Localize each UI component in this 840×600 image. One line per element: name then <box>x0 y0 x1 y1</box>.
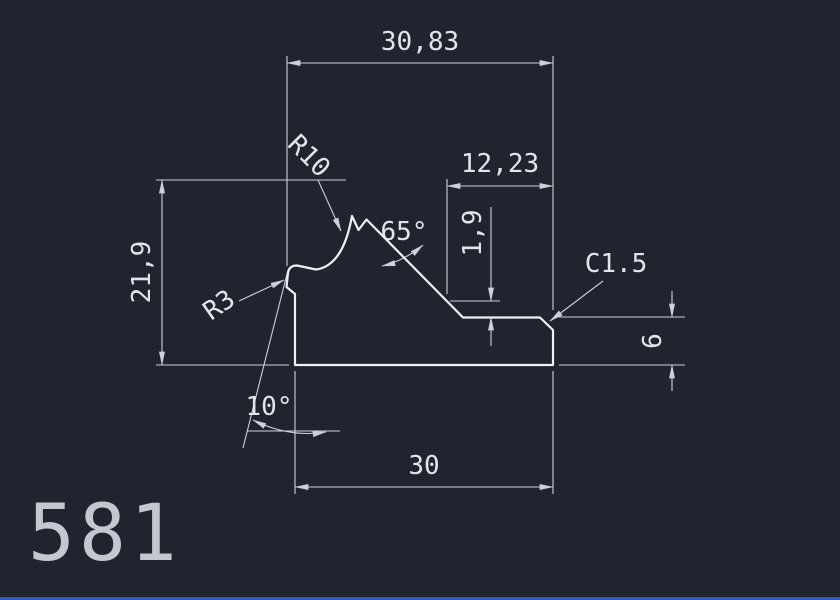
dim-upper-step-width-label: 12,23 <box>461 149 539 179</box>
dim-top-width-label: 30,83 <box>381 27 459 57</box>
leader-line <box>238 279 285 302</box>
dim-top-width: 30,83 <box>286 27 554 310</box>
dim-left-height: 21,9 <box>127 179 346 366</box>
leader-line <box>549 280 604 322</box>
dim-chamfer: C1.5 <box>549 249 648 322</box>
dim-radius-small-label: R3 <box>198 284 241 327</box>
leader-line <box>317 179 342 232</box>
profile-outline <box>285 214 555 367</box>
dim-base-width-label: 30 <box>408 451 439 481</box>
dim-left-height-label: 21,9 <box>127 241 157 304</box>
angle-arc <box>252 419 327 438</box>
dim-right-height: 6 <box>559 291 685 391</box>
dim-radius-large-label: R10 <box>281 129 335 183</box>
part-number: 581 <box>28 489 181 579</box>
dim-face-angle: 10° <box>242 269 340 449</box>
dim-radius-small: R3 <box>198 279 285 327</box>
dim-face-angle-label: 10° <box>246 392 293 422</box>
construction-line <box>242 269 289 449</box>
dim-step-height: 1,9 <box>450 207 500 346</box>
dim-upper-step-width: 12,23 <box>446 149 554 294</box>
dim-chamfer-label: C1.5 <box>585 249 648 279</box>
dim-base-width: 30 <box>294 371 554 494</box>
dim-right-height-label: 6 <box>638 333 668 349</box>
dim-step-height-label: 1,9 <box>458 210 488 257</box>
bottom-edge-strip <box>0 597 840 600</box>
dim-slope-angle-label: 65° <box>381 217 428 247</box>
